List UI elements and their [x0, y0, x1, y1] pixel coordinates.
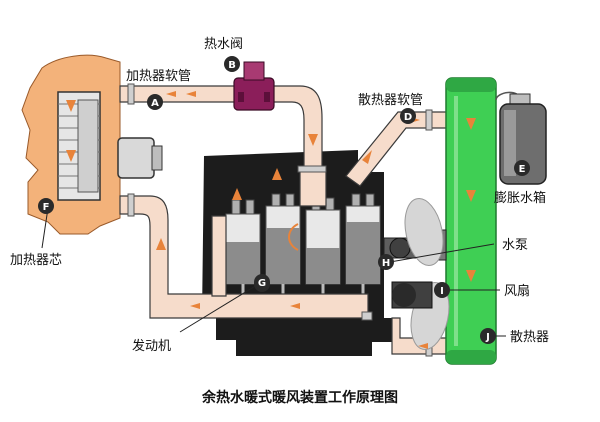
- engine-cylinders: [225, 193, 381, 308]
- marker-e: E: [514, 160, 530, 176]
- label-engine: 发动机: [132, 338, 171, 354]
- marker-h: H: [378, 254, 394, 270]
- label-fan: 风扇: [504, 283, 530, 299]
- svg-text:G: G: [258, 278, 266, 289]
- svg-text:H: H: [382, 258, 390, 269]
- blower-motor: [117, 137, 155, 179]
- marker-d: D: [400, 108, 416, 124]
- label-water-pump: 水泵: [502, 238, 528, 253]
- marker-a: A: [147, 94, 163, 110]
- diagram-caption: 余热水暖式暖风装置工作原理图: [201, 389, 398, 406]
- cooling-fan: [391, 198, 450, 350]
- label-radiator-hose: 散热器软管: [358, 93, 423, 108]
- label-heater-core: 加热器芯: [10, 253, 62, 268]
- hot-water-valve: [233, 61, 275, 111]
- label-heater-hose: 加热器软管: [126, 69, 191, 84]
- label-radiator: 散热器: [510, 330, 549, 345]
- marker-f: F: [38, 198, 54, 214]
- label-expansion-tank: 膨胀水箱: [494, 190, 546, 206]
- svg-text:A: A: [151, 98, 159, 109]
- svg-text:I: I: [440, 286, 444, 297]
- marker-j: J: [480, 328, 496, 344]
- marker-b: B: [224, 56, 240, 72]
- label-hot-water-valve: 热水阀: [204, 37, 243, 52]
- expansion-tank: [495, 91, 547, 185]
- svg-text:F: F: [43, 202, 50, 213]
- svg-text:E: E: [519, 164, 526, 175]
- marker-g: G: [254, 274, 270, 290]
- svg-text:B: B: [228, 60, 236, 71]
- marker-i: I: [434, 282, 450, 298]
- leader-lines: [41, 207, 506, 337]
- svg-text:J: J: [485, 332, 490, 343]
- flow-arrows: [66, 91, 476, 349]
- radiator: [445, 77, 497, 365]
- svg-text:D: D: [404, 112, 412, 123]
